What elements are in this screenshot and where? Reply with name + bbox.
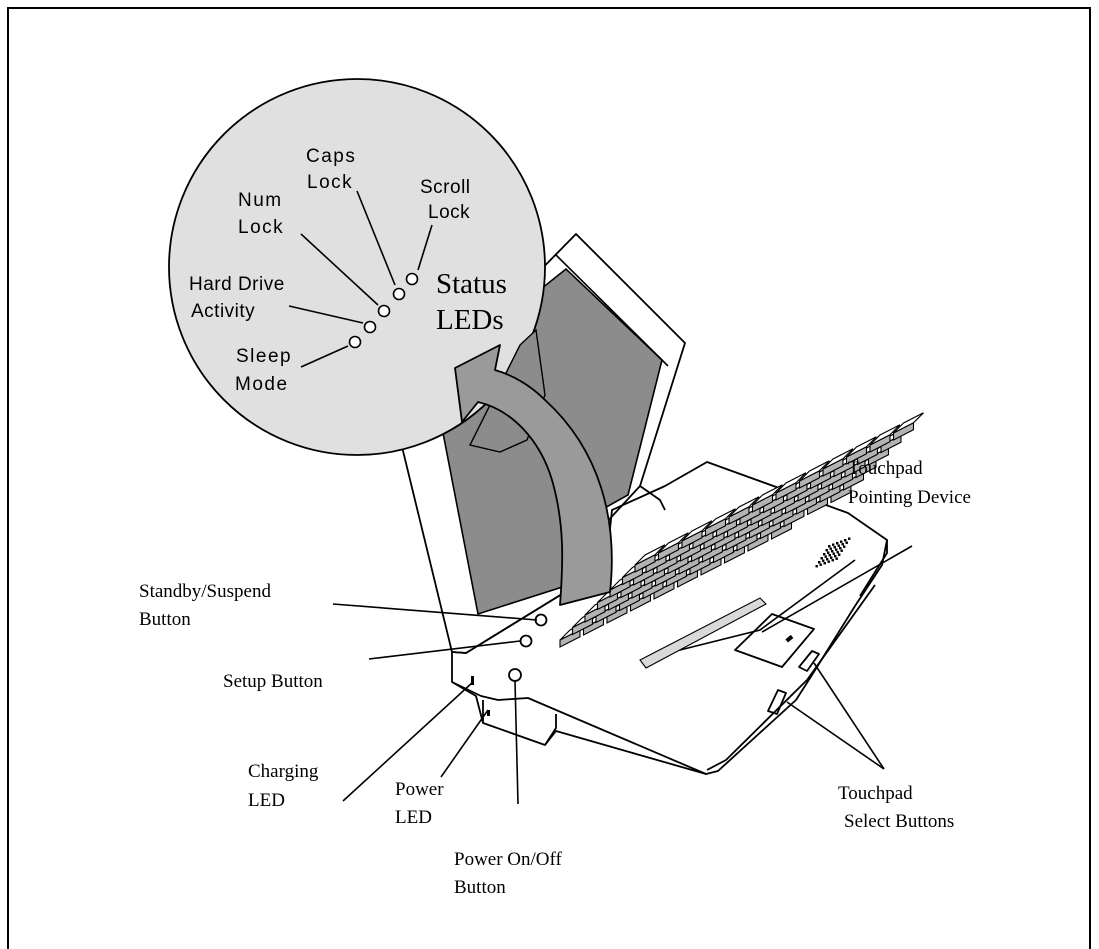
keyboard-key xyxy=(728,496,760,518)
speaker-hole xyxy=(848,537,851,540)
speaker-hole xyxy=(843,545,846,548)
speaker-hole xyxy=(836,551,839,554)
speaker-hole xyxy=(822,559,825,562)
keyboard-key xyxy=(752,484,783,506)
power-led xyxy=(487,710,490,716)
touchpad-select-button-right xyxy=(798,650,820,672)
leader-lines xyxy=(332,545,913,805)
keyboard-key xyxy=(634,544,666,566)
speaker-hole xyxy=(829,547,832,550)
keyboard-key xyxy=(822,448,854,470)
part-labels: Touchpad Pointing Device Standby/Suspend… xyxy=(139,458,971,898)
laptop-base xyxy=(451,461,888,775)
speaker-hole xyxy=(836,542,839,545)
keyboard-key xyxy=(681,520,713,542)
speaker-hole xyxy=(825,549,828,552)
keyboard-key xyxy=(705,508,736,530)
select-buttons-label: Touchpad xyxy=(838,783,913,804)
speaker-hole xyxy=(831,559,834,562)
num-lock-label-2: Lock xyxy=(238,217,284,238)
status-led-callout: Caps Lock Scroll Lock Num Lock Hard Driv… xyxy=(168,78,546,456)
speaker-hole xyxy=(835,548,838,551)
speaker-hole xyxy=(832,552,835,555)
scroll-lock-label: Scroll xyxy=(420,177,471,198)
speaker-hole xyxy=(832,543,835,546)
speaker-hole xyxy=(823,562,826,565)
speaker-hole xyxy=(824,555,827,558)
num-lock-led-icon xyxy=(377,304,391,318)
setup-button xyxy=(519,634,533,648)
charging-led-label: Charging xyxy=(248,761,319,782)
touchpad xyxy=(734,613,815,668)
touchpad-label-2: Pointing Device xyxy=(848,487,971,508)
touchpad-label: Touchpad xyxy=(848,458,923,479)
caps-lock-label: Caps xyxy=(306,146,356,167)
speaker-hole xyxy=(828,554,831,557)
speaker-hole xyxy=(831,550,834,553)
speaker-hole xyxy=(838,553,841,556)
power-on-off-button xyxy=(508,668,522,682)
hard-drive-label: Hard Drive xyxy=(189,274,285,295)
speaker-hole xyxy=(830,556,833,559)
speaker-hole xyxy=(834,555,837,558)
touchpad-indicator xyxy=(785,634,794,643)
keyboard-key xyxy=(869,424,901,446)
keyboard-front-strip xyxy=(639,597,767,669)
speaker-hole xyxy=(823,553,826,556)
status-leds-title-2: LEDs xyxy=(436,304,504,336)
speaker-hole xyxy=(833,546,836,549)
speaker-hole xyxy=(826,558,829,561)
keyboard-key xyxy=(775,472,807,494)
charging-led-label-2: LED xyxy=(248,790,285,811)
num-lock-label: Num xyxy=(238,190,283,211)
power-button-label-2: Button xyxy=(454,877,506,898)
select-buttons-label-2: Select Buttons xyxy=(844,811,954,832)
charging-led xyxy=(471,676,474,685)
keyboard-key xyxy=(893,412,924,434)
sleep-label: Sleep xyxy=(236,346,292,367)
speaker-hole xyxy=(837,544,840,547)
scroll-lock-led-icon xyxy=(405,272,419,286)
speaker-hole xyxy=(818,561,821,564)
speaker-hole xyxy=(840,540,843,543)
speaker-hole xyxy=(820,557,823,560)
keyboard-key xyxy=(658,532,689,554)
speaker-hole xyxy=(839,547,842,550)
speaker-hole xyxy=(844,539,847,542)
zoom-arrow xyxy=(454,344,613,606)
speaker-hole xyxy=(819,563,822,566)
activity-label: Activity xyxy=(191,301,255,322)
speaker-hole xyxy=(828,545,831,548)
keyboard-key xyxy=(799,460,830,482)
power-led-label-2: LED xyxy=(395,807,432,828)
sleep-mode-led-icon xyxy=(348,335,362,349)
speaker-hole xyxy=(845,541,848,544)
power-button-label: Power On/Off xyxy=(454,849,563,870)
caps-lock-led-icon xyxy=(392,287,406,301)
standby-label-2: Button xyxy=(139,609,191,630)
power-led-label: Power xyxy=(395,779,444,800)
status-leds-title: Status xyxy=(436,268,507,300)
hard-drive-led-icon xyxy=(363,320,377,334)
speaker-hole xyxy=(841,543,844,546)
keyboard xyxy=(559,412,924,669)
speaker-hole xyxy=(840,549,843,552)
keyboard-key xyxy=(846,436,877,458)
callout-circle xyxy=(168,78,546,456)
touchpad-select-button-left xyxy=(767,689,787,715)
base-body xyxy=(451,461,888,775)
speaker-hole xyxy=(827,560,830,563)
caps-lock-label-2: Lock xyxy=(307,172,353,193)
speaker-grille xyxy=(815,537,851,568)
standby-label: Standby/Suspend xyxy=(139,581,271,602)
speaker-hole xyxy=(815,565,818,568)
mode-label: Mode xyxy=(235,374,289,395)
setup-button-label: Setup Button xyxy=(223,671,323,692)
scroll-lock-label-2: Lock xyxy=(428,202,470,223)
speaker-hole xyxy=(827,551,830,554)
speaker-hole xyxy=(835,557,838,560)
standby-suspend-button xyxy=(534,613,548,627)
